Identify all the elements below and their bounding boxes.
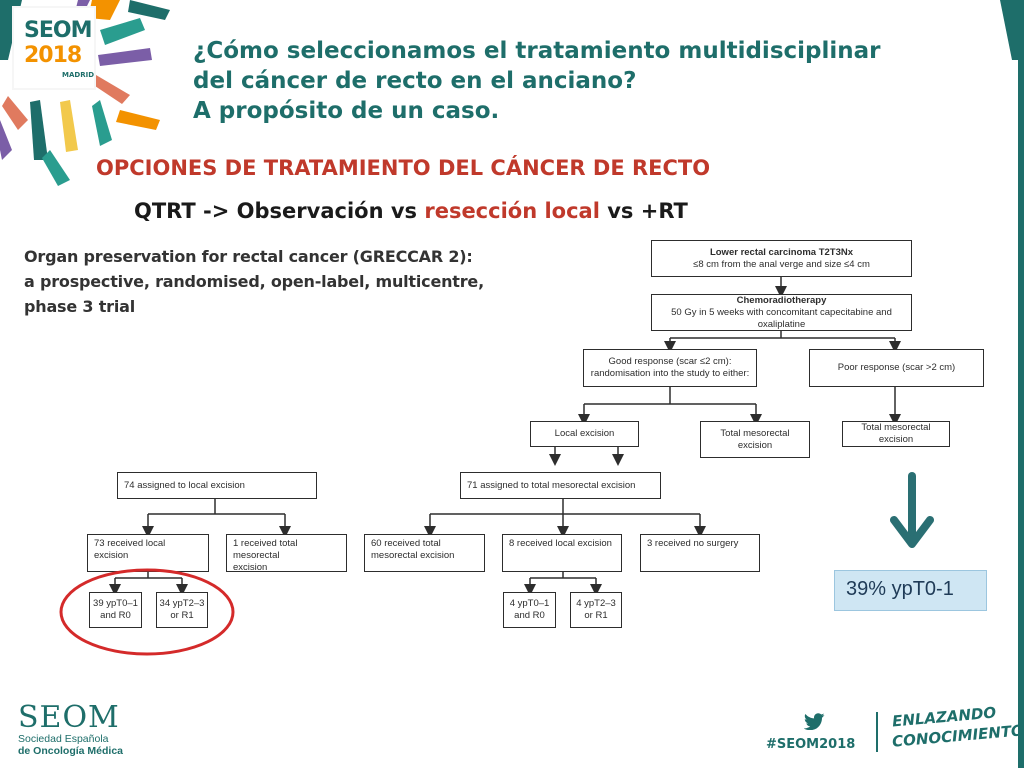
box-poor-tme-label: Total mesorectal excision — [861, 422, 931, 445]
paper-title-line-1: Organ preservation for rectal cancer (GR… — [24, 247, 473, 266]
box-assigned-local: 74 assigned to local excision — [117, 472, 317, 499]
box-yp23-4-line-1: 4 ypT2–3 — [576, 598, 616, 609]
down-arrow-icon — [890, 472, 934, 548]
result-label-box: 39% ypT0-1 — [834, 570, 987, 611]
box-yp01-4: 4 ypT0–1 and R0 — [503, 592, 556, 628]
box-yp23-4: 4 ypT2–3 or R1 — [570, 592, 622, 628]
box-yp01-39-line-2: and R0 — [100, 610, 131, 621]
seom2018-logo: SEOM 2018 MADRID — [14, 8, 94, 88]
box-yp01-39-line-1: 39 ypT0–1 — [93, 598, 138, 609]
box-local-excision: Local excision — [530, 421, 639, 447]
slide-title-line-3: A propósito de un caso. — [193, 98, 500, 124]
footer-seom-logo: SEOM — [18, 700, 120, 735]
subtitle-part-2: vs +RT — [599, 199, 688, 223]
box-good-response: Good response (scar ≤2 cm): randomisatio… — [583, 349, 757, 387]
box-good-response-line-1: Good response (scar ≤2 cm): — [608, 356, 732, 367]
box-tme-line-2: excision — [737, 439, 773, 451]
footer-hashtag: #SEOM2018 — [766, 737, 856, 752]
twitter-bird-icon — [804, 713, 825, 730]
box-received-total-sixty-line-1: 60 received total — [371, 538, 441, 549]
logo-year: 2018 — [24, 43, 82, 68]
box-yp01-39: 39 ypT0–1 and R0 — [89, 592, 142, 628]
slide-title-line-2: del cáncer de recto en el anciano? — [193, 68, 637, 94]
box-no-surgery-label: 3 received no surgery — [647, 538, 739, 549]
box-local-excision-label: Local excision — [554, 428, 615, 439]
box-yp23-4-line-2: or R1 — [584, 610, 608, 621]
box-yp01-4-line-1: 4 ypT0–1 — [509, 598, 550, 609]
box-received-local-label: 73 received local excision — [94, 538, 166, 561]
box-lower-rectal-carcinoma: Lower rectal carcinoma T2T3Nx ≤8 cm from… — [651, 240, 912, 277]
box-assigned-total: 71 assigned to total mesorectal excision — [460, 472, 661, 499]
paper-title-line-3: phase 3 trial — [24, 297, 135, 316]
box-yp01-4-line-2: and R0 — [514, 610, 545, 621]
right-edge-decoration — [1018, 0, 1024, 768]
box-received-local-eight-label: 8 received local excision — [509, 538, 612, 549]
comparison-subtitle: QTRT -> Observación vs resección local v… — [134, 199, 688, 223]
box-received-total-one: 1 received total mesorectal excision — [226, 534, 347, 573]
box-total-mesorectal-excision: Total mesorectal excision — [700, 421, 810, 458]
box-assigned-local-label: 74 assigned to local excision — [124, 479, 245, 491]
box-yp23-34: 34 ypT2–3 or R1 — [156, 592, 208, 628]
box-poor-response-label: Poor response (scar >2 cm) — [837, 362, 956, 373]
box-received-local: 73 received local excision — [87, 534, 209, 572]
box-poor-tme: Total mesorectal excision — [842, 421, 950, 447]
footer-sub-line-2: de Oncología Médica — [18, 745, 124, 757]
paper-title-line-2: a prospective, randomised, open-label, m… — [24, 272, 484, 291]
box-chemo-detail: 50 Gy in 5 weeks with concomitant capeci… — [671, 306, 892, 330]
box-tme-line-1: Total mesorectal — [720, 427, 790, 439]
box-poor-response: Poor response (scar >2 cm) — [809, 349, 984, 387]
subtitle-part-1: QTRT -> Observación vs — [134, 199, 425, 223]
box-received-total-one-line-2: excision — [233, 562, 268, 573]
header-decoration — [0, 0, 170, 186]
logo-brand: SEOM — [24, 18, 92, 43]
box-received-total-sixty: 60 received total mesorectal excision — [364, 534, 485, 572]
section-heading: OPCIONES DE TRATAMIENTO DEL CÁNCER DE RE… — [96, 156, 711, 180]
box-no-surgery: 3 received no surgery — [640, 534, 760, 572]
box-received-total-one-line-1: 1 received total mesorectal — [233, 538, 298, 561]
footer-sub-line-1: Sociedad Española — [18, 733, 109, 745]
subtitle-highlight: resección local — [424, 199, 600, 223]
box-received-local-eight: 8 received local excision — [502, 534, 622, 572]
box-received-total-sixty-line-2: mesorectal excision — [371, 550, 455, 561]
box-yp23-34-line-2: or R1 — [170, 610, 194, 621]
box-assigned-total-label: 71 assigned to total mesorectal excision — [467, 479, 636, 491]
box-chemoradiotherapy: Chemoradiotherapy 50 Gy in 5 weeks with … — [651, 294, 912, 331]
slide-title-line-1: ¿Cómo seleccionamos el tratamiento multi… — [193, 38, 881, 64]
box-lower-rectal-detail: ≤8 cm from the anal verge and size ≤4 cm — [693, 258, 870, 270]
box-yp23-34-line-1: 34 ypT2–3 — [159, 598, 205, 609]
footer-divider — [876, 712, 878, 752]
box-good-response-line-2: randomisation into the study to either: — [590, 368, 750, 379]
highlight-ellipse — [59, 568, 235, 656]
top-right-decoration — [1000, 0, 1024, 60]
box-lower-rectal-title: Lower rectal carcinoma T2T3Nx — [709, 246, 854, 258]
logo-city: MADRID — [62, 71, 94, 79]
box-chemo-title: Chemoradiotherapy — [736, 294, 827, 306]
